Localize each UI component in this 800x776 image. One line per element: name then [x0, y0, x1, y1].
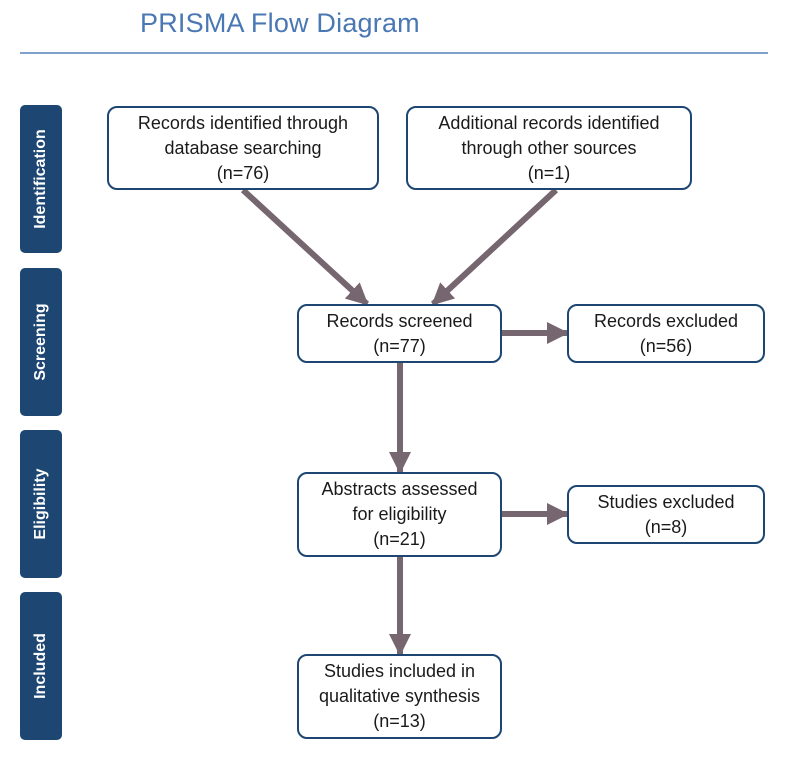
box-database-records: Records identified through database sear…	[107, 106, 379, 190]
box-other-records: Additional records identified through ot…	[406, 106, 692, 190]
page-title: PRISMA Flow Diagram	[140, 8, 420, 38]
box-database-records-line2: database searching	[164, 137, 322, 158]
stage-included: Included	[20, 592, 62, 740]
box-studies-excluded-count: (n=8)	[644, 516, 688, 537]
stage-eligibility: Eligibility	[20, 430, 62, 578]
arrow-other-to-screened	[430, 187, 559, 307]
arrow-database-to-screened	[240, 187, 370, 307]
box-records-screened: Records screened (n=77)	[297, 304, 502, 363]
box-other-records-count: (n=1)	[527, 162, 571, 183]
box-studies-excluded-line1: Studies excluded	[597, 491, 735, 512]
box-abstracts-assessed: Abstracts assessed for eligibility (n=21…	[297, 472, 502, 557]
box-studies-included-line2: qualitative synthesis	[318, 686, 481, 706]
box-database-records-count: (n=76)	[216, 162, 270, 183]
box-records-screened-count: (n=77)	[373, 335, 426, 356]
box-abstracts-assessed-count: (n=21)	[373, 529, 426, 549]
box-other-records-line2: through other sources	[461, 137, 637, 158]
box-other-records-line1: Additional records identified	[438, 112, 660, 133]
box-records-excluded-count: (n=56)	[639, 335, 693, 356]
stage-screening: Screening	[20, 268, 62, 416]
box-records-excluded-line1: Records excluded	[593, 310, 739, 331]
box-studies-included: Studies included in qualitative synthesi…	[297, 654, 502, 739]
box-database-records-line1: Records identified through	[137, 112, 349, 133]
box-abstracts-assessed-line1: Abstracts assessed	[321, 479, 478, 499]
box-records-excluded: Records excluded (n=56)	[567, 304, 765, 363]
stage-identification: Identification	[20, 105, 62, 253]
box-records-screened-line1: Records screened	[326, 310, 473, 331]
box-studies-included-line1: Studies included in	[323, 661, 476, 681]
box-studies-included-count: (n=13)	[373, 711, 426, 731]
title-divider	[20, 52, 768, 54]
box-abstracts-assessed-line2: for eligibility	[352, 504, 447, 524]
box-studies-excluded: Studies excluded (n=8)	[567, 485, 765, 544]
